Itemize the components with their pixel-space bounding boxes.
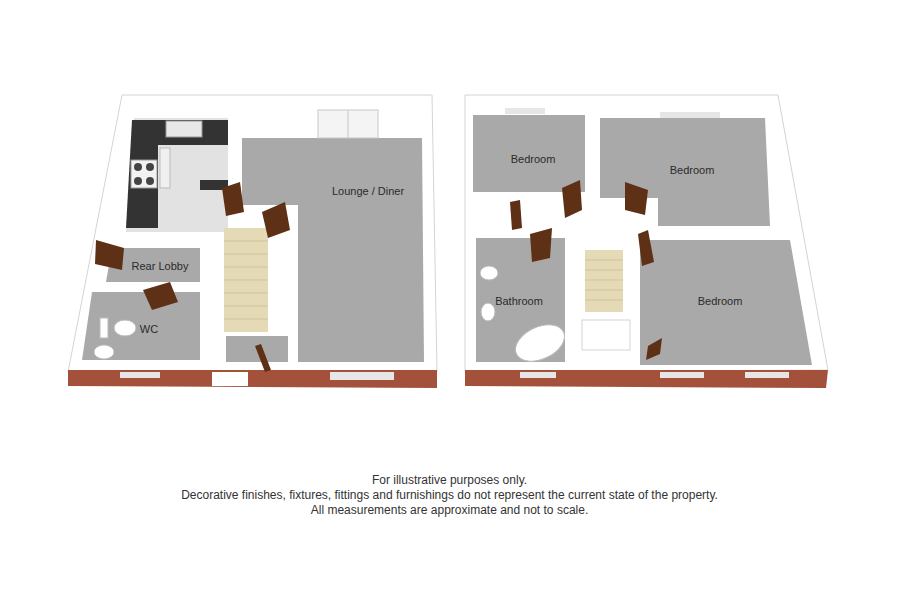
disclaimer-line: Decorative finishes, fixtures, fittings … xyxy=(0,488,899,502)
stair-treads xyxy=(224,241,268,319)
room-label: Bedroom xyxy=(670,164,715,177)
room-area: Bedroom xyxy=(488,134,578,184)
basin xyxy=(94,345,114,359)
wc-floor xyxy=(82,292,200,360)
door-leaf xyxy=(95,240,124,270)
room-label: Bedroom xyxy=(511,153,556,166)
door-leaf xyxy=(625,182,648,215)
sink xyxy=(166,121,202,137)
lounge-floor xyxy=(242,138,424,362)
door-leaf xyxy=(143,282,178,310)
hob xyxy=(131,160,157,188)
stairs xyxy=(585,250,623,312)
french-doors xyxy=(348,110,349,138)
room-area: WC xyxy=(129,316,169,342)
kitchen-floor xyxy=(126,118,228,232)
window xyxy=(120,372,160,378)
hob-ring xyxy=(146,177,154,185)
first-floor-shell xyxy=(465,95,828,372)
door-leaf xyxy=(646,338,662,360)
bath xyxy=(510,318,571,369)
room-label: Bathroom xyxy=(495,295,543,308)
window xyxy=(330,372,394,380)
ground-floor-shell xyxy=(68,95,437,372)
stair-enclosure xyxy=(582,320,630,350)
room-label: WC xyxy=(140,323,158,336)
stairs xyxy=(224,228,268,332)
room-label: Lounge / Diner xyxy=(332,185,404,198)
hob-ring xyxy=(134,177,142,185)
door-leaf xyxy=(222,182,244,216)
window xyxy=(505,108,545,114)
bedroom-floor xyxy=(473,115,585,192)
disclaimer-line: For illustrative purposes only. xyxy=(0,473,899,487)
brick-wall xyxy=(68,370,437,388)
room-area: Lounge / Diner xyxy=(308,161,428,221)
bedroom-floor xyxy=(600,118,770,226)
door-leaf xyxy=(530,228,552,262)
bedroom-floor xyxy=(640,240,812,365)
hob-ring xyxy=(134,163,142,171)
basin xyxy=(481,303,495,321)
door-leaf xyxy=(510,200,522,230)
room-label: Bedroom xyxy=(698,295,743,308)
disclaimer-line: All measurements are approximate and not… xyxy=(0,503,899,517)
toilet xyxy=(114,320,136,336)
worktop xyxy=(126,120,158,228)
door-opening xyxy=(212,372,248,386)
cistern xyxy=(100,318,108,338)
room-area: Bathroom xyxy=(484,284,554,318)
window xyxy=(745,372,789,378)
appliance xyxy=(160,148,170,188)
french-doors xyxy=(318,110,378,138)
room-area: Bedroom xyxy=(637,140,747,200)
room-area: Bedroom xyxy=(665,271,775,331)
worktop xyxy=(158,120,228,145)
room-label: Rear Lobby xyxy=(132,260,189,273)
door-leaf xyxy=(638,230,654,266)
room-area: Rear Lobby xyxy=(120,255,200,277)
hob-ring xyxy=(146,163,154,171)
door-leaf xyxy=(562,180,582,218)
door-leaf xyxy=(262,202,290,238)
window xyxy=(520,372,556,378)
window xyxy=(660,112,720,118)
window xyxy=(660,372,704,378)
door-leaf xyxy=(255,344,271,372)
brick-wall xyxy=(465,370,828,388)
toilet xyxy=(480,266,498,280)
stair-treads xyxy=(585,260,623,300)
